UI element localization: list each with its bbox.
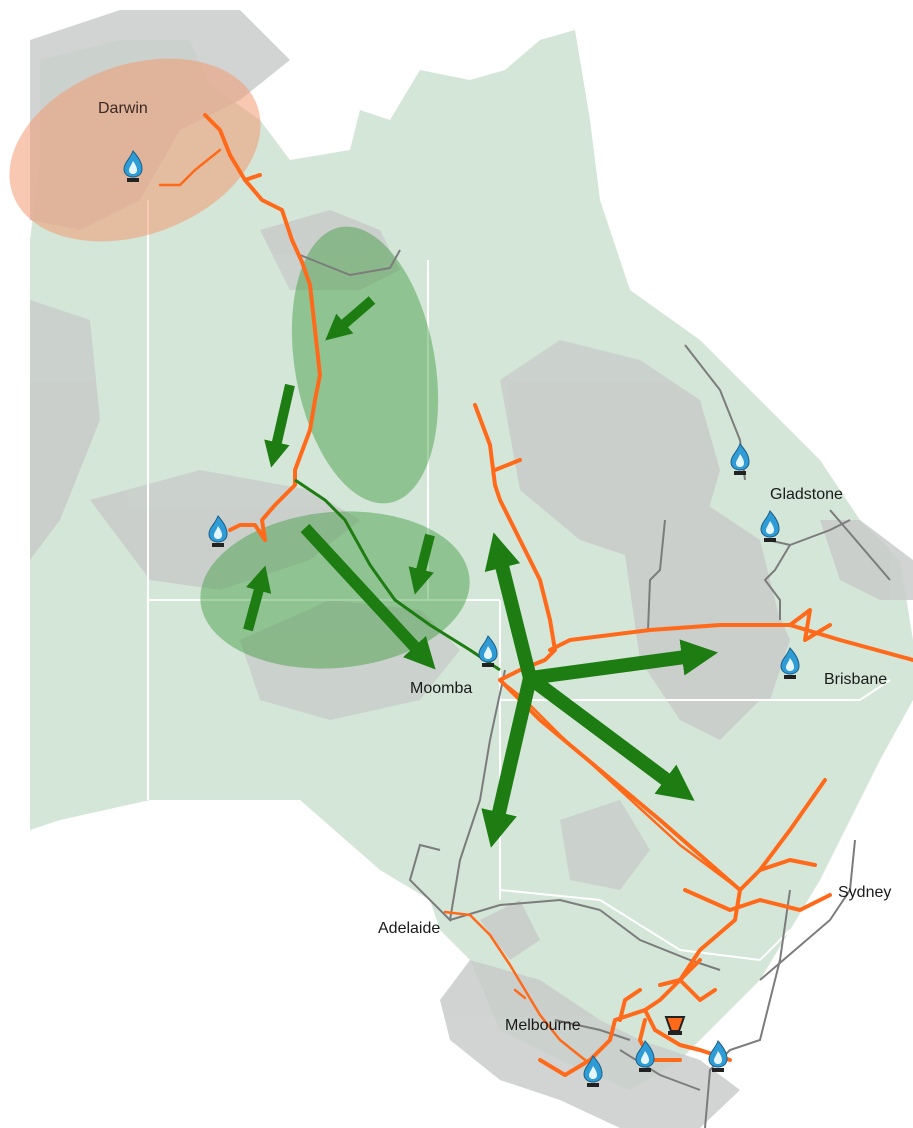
city-moomba: Moomba <box>410 680 473 697</box>
city-brisbane: Brisbane <box>824 671 888 688</box>
existing-pipelines <box>158 113 913 1077</box>
gas-storage-icon <box>664 1016 686 1035</box>
green-zone-north <box>291 226 439 504</box>
city-adelaide: Adelaide <box>378 920 441 937</box>
city-sydney: Sydney <box>838 884 892 901</box>
city-melbourne: Melbourne <box>505 1017 581 1034</box>
proposed-pipeline <box>294 478 501 672</box>
city-darwin: Darwin <box>98 100 148 117</box>
other-pipelines <box>299 249 891 1128</box>
city-gladstone: Gladstone <box>770 486 843 503</box>
flow-arrows <box>243 296 719 848</box>
darwin-zone <box>9 58 261 242</box>
land-mass <box>30 30 913 1090</box>
